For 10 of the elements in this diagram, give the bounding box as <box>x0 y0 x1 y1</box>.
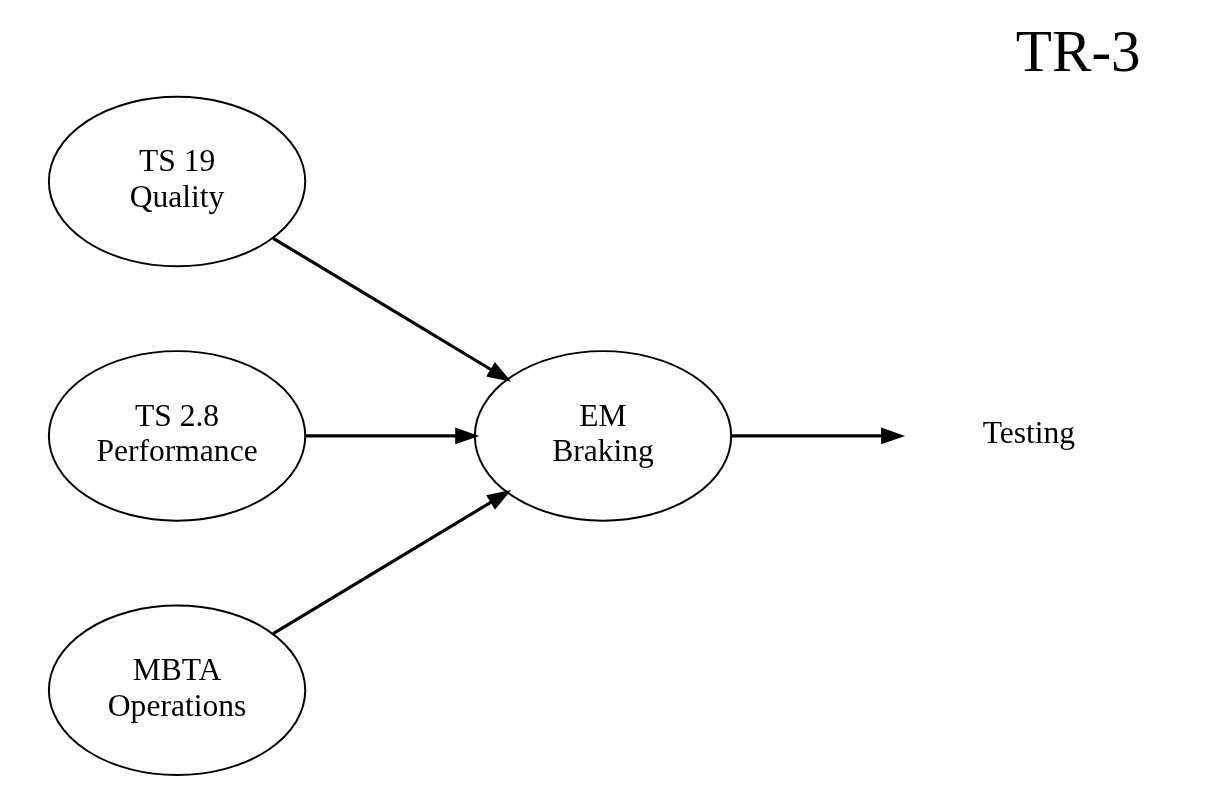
arrow <box>272 490 512 635</box>
node-ellipse: TS 19 Quality <box>47 95 307 268</box>
arrow <box>731 427 906 445</box>
node-ellipse: EM Braking <box>473 350 733 522</box>
node-text: Testing <box>982 415 1076 451</box>
diagram-title: TR-3 <box>1015 18 1141 85</box>
arrow <box>272 236 512 382</box>
arrow <box>305 427 480 445</box>
node-ellipse: MBTA Operations <box>47 604 307 777</box>
node-ellipse: TS 2.8 Performance <box>47 350 307 522</box>
